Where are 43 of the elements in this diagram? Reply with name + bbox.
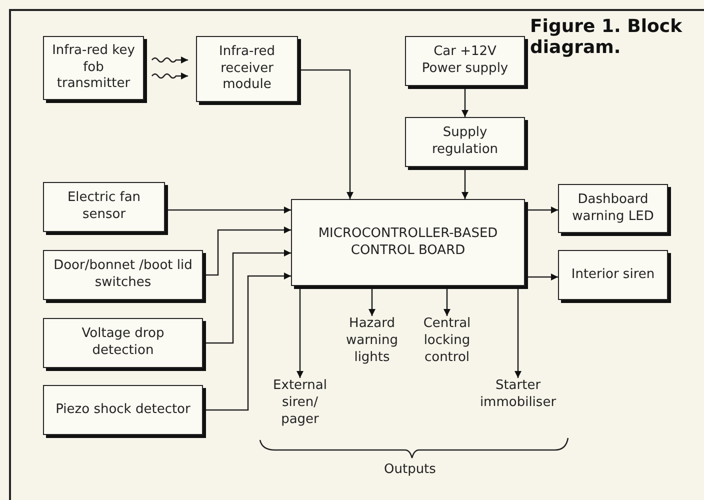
block-label: Dashboard warning LED: [571, 192, 655, 226]
block-label: Infra-red key fob transmitter: [51, 42, 136, 94]
arrow: [203, 272, 291, 411]
block-label: Voltage drop detection: [80, 326, 166, 360]
infrared-signal-arrow: [152, 72, 188, 80]
output-label: External siren/ pager: [272, 378, 328, 429]
arrow: [462, 167, 468, 199]
block-box: [43, 250, 203, 300]
block-box: [558, 184, 668, 233]
block-label: Door/bonnet /boot lid switches: [52, 258, 194, 292]
block-label: Piezo shock detector: [56, 402, 190, 418]
block-label: Supply regulation: [430, 125, 500, 159]
arrow: [203, 250, 291, 344]
arrow: [462, 86, 468, 117]
arrow: [165, 206, 291, 214]
output-label: Hazard warning lights: [344, 316, 400, 367]
infrared-signal-arrow: [152, 56, 188, 64]
arrow: [368, 286, 376, 316]
block-box: [558, 250, 668, 300]
block-label: Infra-red receiver module: [218, 44, 276, 94]
arrow: [444, 286, 450, 316]
block-box: [43, 182, 165, 232]
arrow: [298, 69, 354, 199]
output-label: Central locking control: [422, 316, 472, 367]
arrow: [296, 286, 304, 378]
figure-title: Figure 1. Block diagram.: [530, 17, 684, 58]
block-box: [43, 36, 144, 100]
control-board-box: [291, 199, 525, 286]
block-box: [405, 36, 525, 86]
block-box: [43, 385, 203, 435]
arrow: [514, 286, 522, 378]
arrow: [203, 226, 291, 276]
block-box: [405, 117, 525, 167]
block-box: [196, 36, 298, 102]
block-box: [43, 318, 203, 368]
block-label: MICROCONTROLLER-BASED CONTROL BOARD: [317, 226, 499, 260]
block-label: Interior siren: [571, 266, 655, 284]
group-label: Outputs: [384, 462, 436, 477]
block-label: Car +12V Power supply: [420, 44, 510, 78]
arrow: [525, 206, 558, 214]
block-label: Electric fan sensor: [66, 190, 142, 224]
output-label: Starter immobiliser: [478, 378, 558, 412]
arrow: [525, 274, 558, 280]
